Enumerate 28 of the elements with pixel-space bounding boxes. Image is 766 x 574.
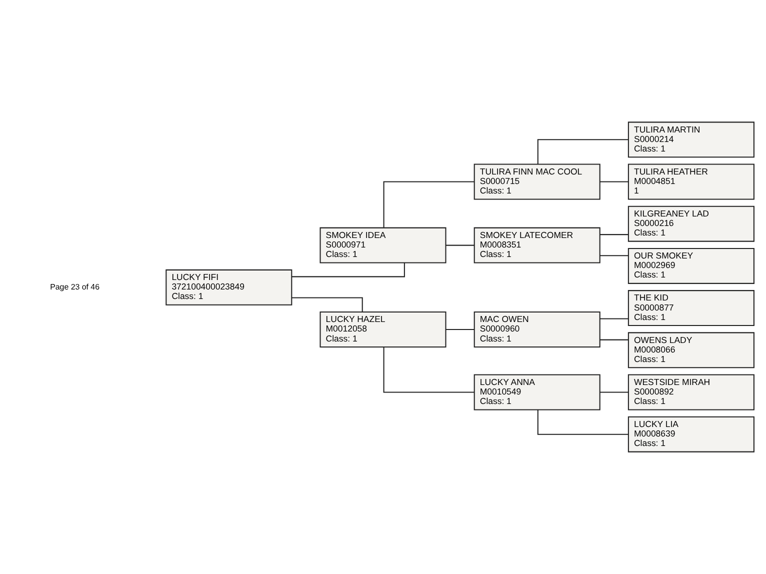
- connector: [600, 392, 628, 393]
- connector: [600, 318, 628, 320]
- connector: [600, 234, 628, 236]
- connector: [446, 244, 474, 246]
- node-box: LUCKY ANNA M0010549 Class: 1: [474, 374, 600, 410]
- label: Page 23 of 46: [50, 282, 100, 292]
- connector: [383, 181, 474, 228]
- node-box: THE KID S0000877 Class: 1: [628, 290, 754, 326]
- node-box: TULIRA HEATHER M0004851 1: [628, 164, 754, 200]
- node-box: LUCKY HAZEL M0012058 Class: 1: [320, 312, 446, 348]
- node-box: TULIRA MARTIN S0000214 Class: 1: [628, 122, 754, 158]
- node-box: OWENS LADY M0008066 Class: 1: [628, 332, 754, 368]
- connector: [383, 346, 474, 393]
- connector: [600, 181, 628, 182]
- connector: [537, 139, 628, 164]
- connector: [600, 255, 628, 256]
- connector: [446, 328, 474, 330]
- node-box: OUR SMOKEY M0002969 Class: 1: [628, 248, 754, 284]
- connector: [600, 339, 628, 340]
- node-box: WESTSIDE MIRAH S0000892 Class: 1: [628, 374, 754, 410]
- node-box: MAC OWEN S0000960 Class: 1: [474, 312, 600, 348]
- node-box: LUCKY LIA M0008639 Class: 1: [628, 416, 754, 452]
- node-box: SMOKEY LATECOMER M0008351 Class: 1: [474, 227, 600, 264]
- connector: [537, 410, 628, 435]
- node-box: LUCKY FIFI 372100400023849 Class: 1: [166, 269, 292, 306]
- node-box: SMOKEY IDEA S0000971 Class: 1: [320, 227, 446, 264]
- node-box: KILGREANEY LAD S0000216 Class: 1: [628, 206, 754, 242]
- node-box: TULIRA FINN MAC COOL S0000715 Class: 1: [474, 164, 600, 200]
